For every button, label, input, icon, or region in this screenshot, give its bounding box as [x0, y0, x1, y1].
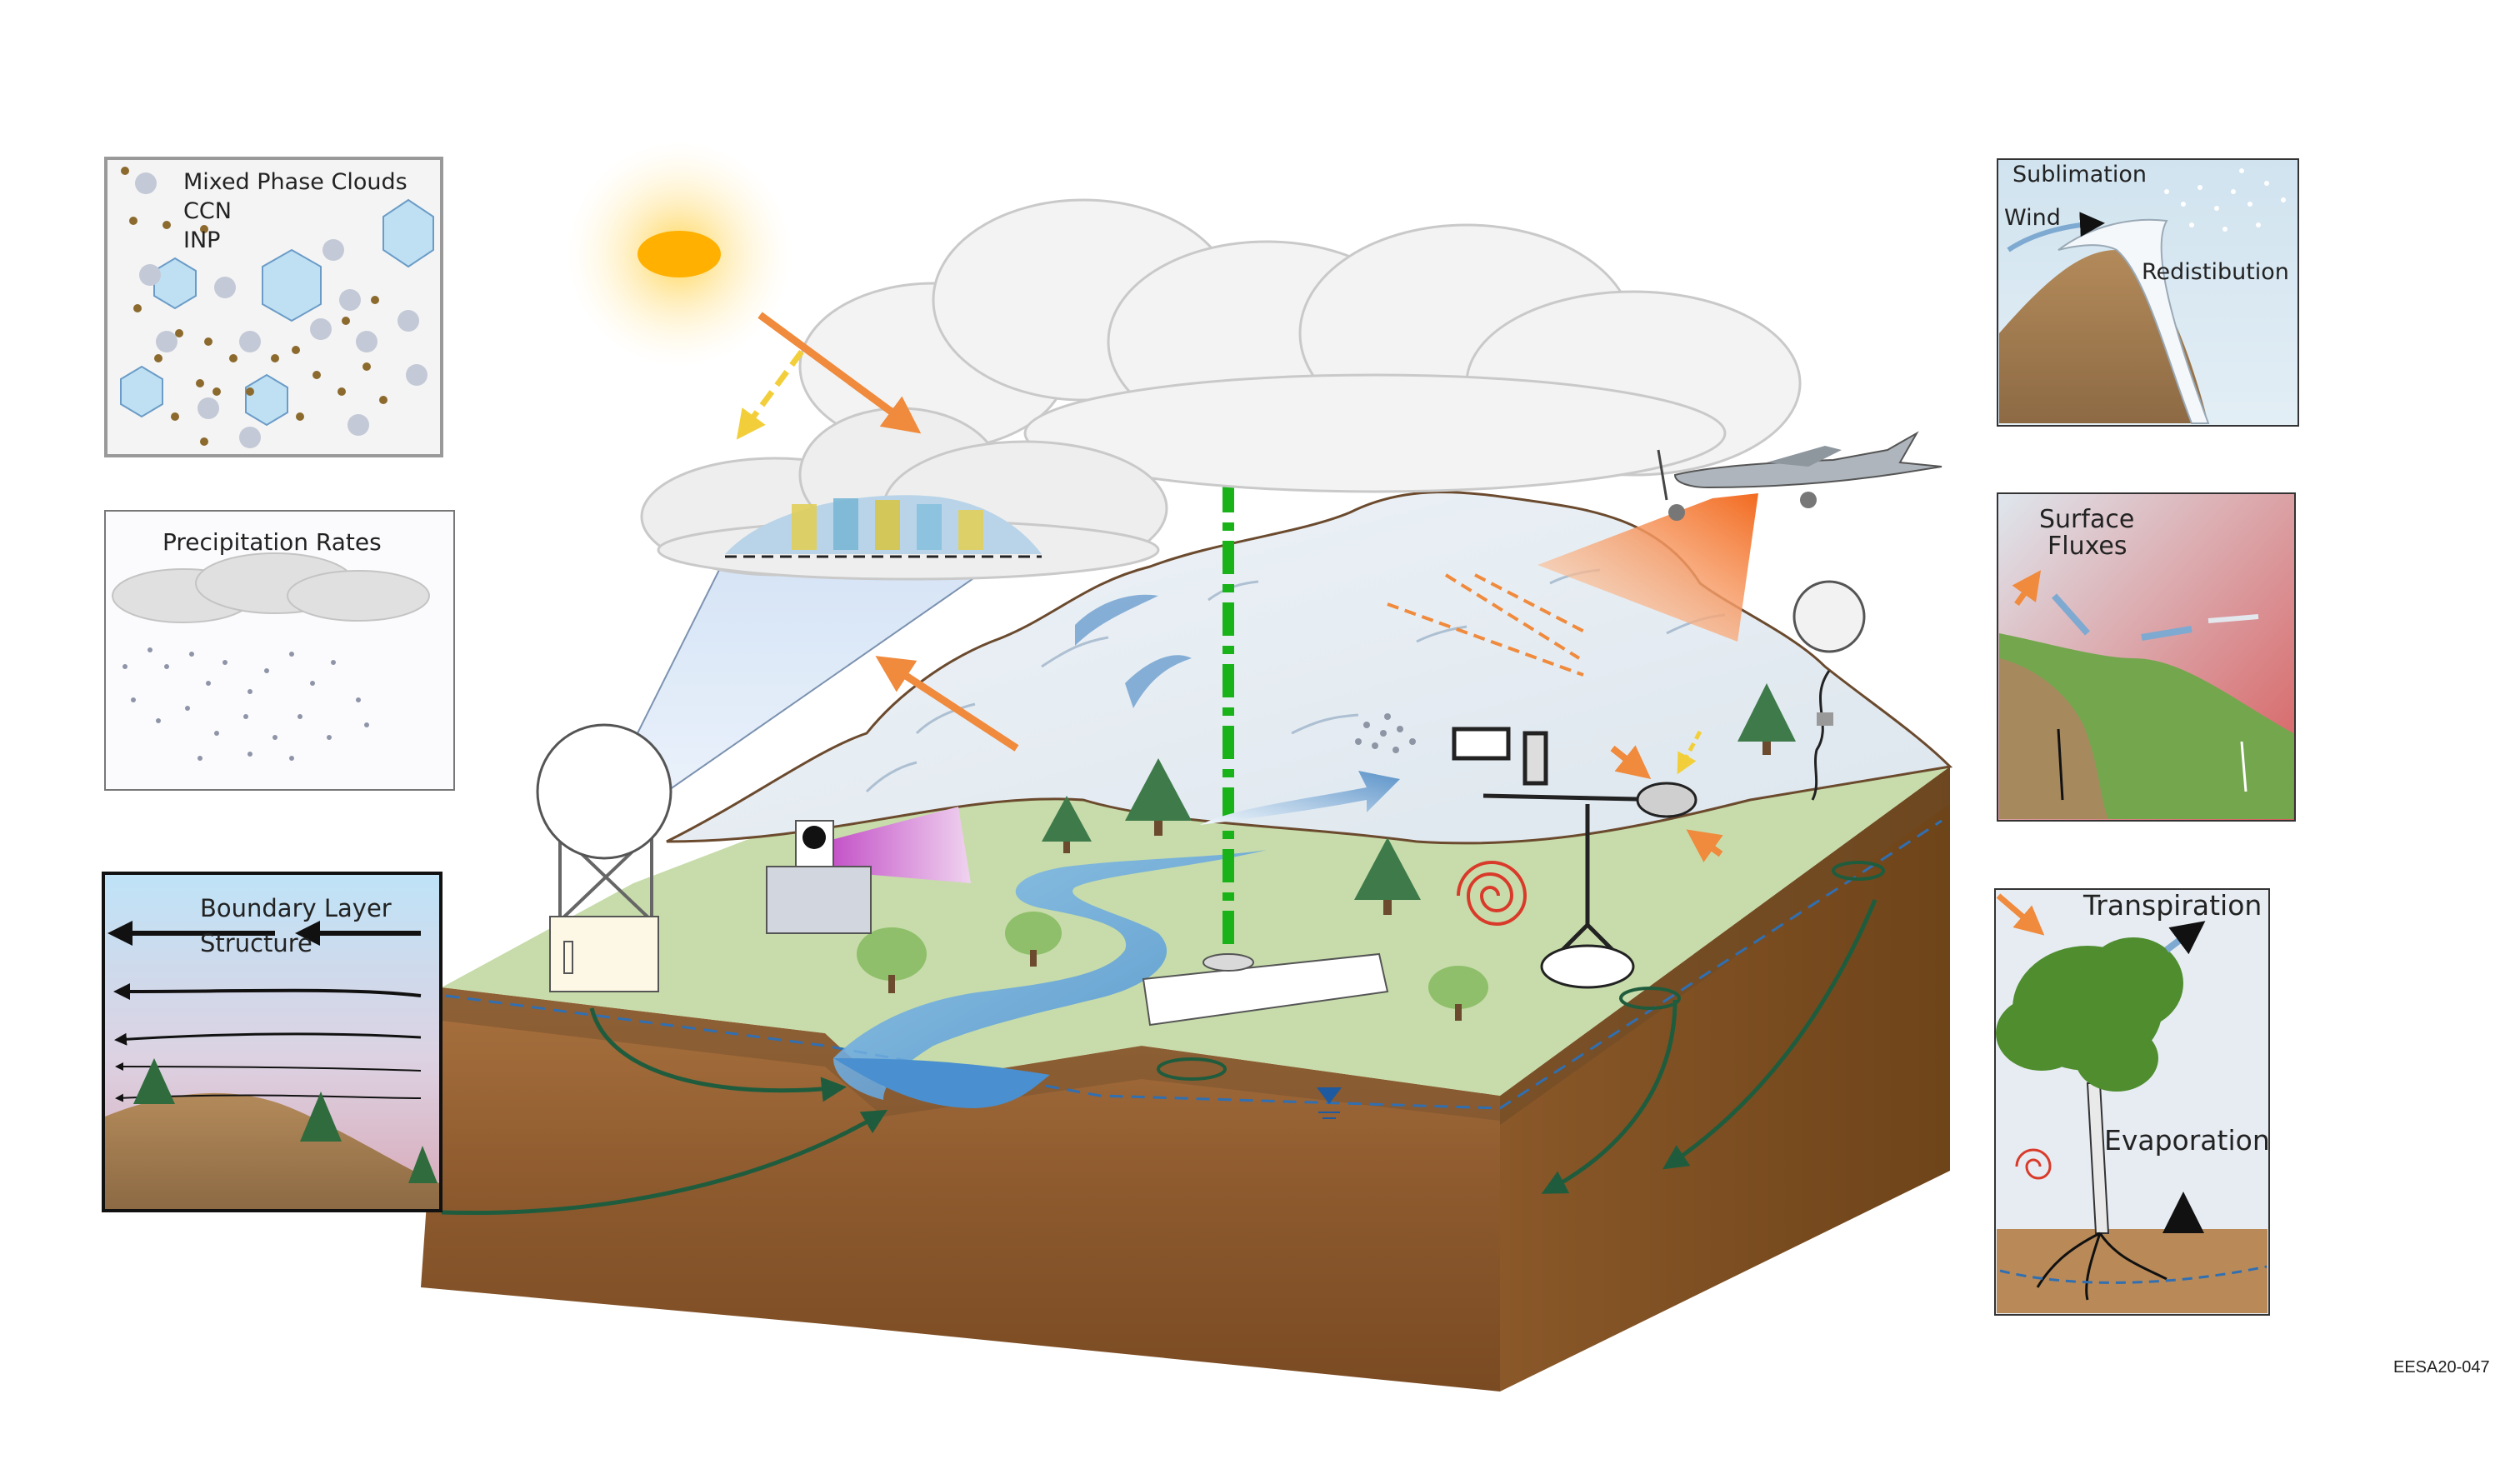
- radar-station: [536, 540, 1011, 992]
- tree-canopy: [1996, 937, 2183, 1092]
- heat-spiral: [1457, 861, 1528, 926]
- label-transpiration: Transpiration: [2082, 889, 2262, 922]
- subsurface-flow-arrows: [441, 899, 1878, 1216]
- sun: [567, 142, 792, 367]
- aircraft-lidar-cone: [1538, 493, 1758, 642]
- precip-flakes: [122, 647, 369, 761]
- broadleaf-3: [1428, 966, 1488, 1021]
- bl-wind-arrows: [108, 921, 422, 1102]
- broadleaf-2: [1005, 912, 1062, 967]
- central-instrument-building: [1142, 479, 1389, 1027]
- conifer-4: [1738, 683, 1796, 755]
- transpiration-sun-arrow: [1996, 893, 2045, 936]
- sf-slope-brown: [1999, 658, 2108, 819]
- soil-eddies: [1157, 861, 1885, 1081]
- water-table-line: [445, 819, 1942, 1110]
- label-fluxes: Fluxes: [2048, 532, 2128, 561]
- label-structure: Structure: [200, 929, 312, 957]
- wind-swirl-mid: [1125, 655, 1192, 708]
- water-table-marker: [1317, 1087, 1342, 1119]
- inset-precipitation-rates: Precipitation Rates: [104, 510, 455, 791]
- soil-texture-band: [442, 987, 1500, 1121]
- bl-hill: [105, 1092, 439, 1209]
- groundwater-line-tree: [1999, 1265, 2268, 1284]
- conifer-trees: [857, 683, 1796, 1021]
- conifer-1: [1125, 758, 1192, 836]
- aerosol-particles: [121, 167, 388, 446]
- label-surface: Surface: [2039, 505, 2134, 534]
- inset-mixed-phase-clouds: Mixed Phase Clouds CCN INP: [104, 157, 443, 457]
- inset-sublimation: Sublimation Wind Redistibution: [1997, 158, 2299, 427]
- river: [833, 850, 1267, 1100]
- research-aircraft: [1657, 431, 1942, 521]
- figure-code: EESA20-047: [2393, 1358, 2490, 1377]
- label-ccn: CCN: [183, 198, 232, 224]
- sublimation-particles: [2164, 168, 2286, 232]
- conifer-3: [1042, 796, 1092, 853]
- orange-dashed-scan-lines: [1387, 573, 1588, 677]
- flow-arrow-left-2: [441, 1109, 888, 1216]
- weather-balloon: [1792, 580, 1866, 801]
- lidar-station: [766, 807, 971, 934]
- ice-crystals: [120, 198, 434, 427]
- flux-tower: [1452, 727, 1698, 989]
- wind-swirl-left: [1075, 594, 1158, 646]
- inset-boundary-layer: Boundary Layer Structure: [102, 872, 442, 1212]
- outgoing-radiation-arrow: [875, 656, 1019, 752]
- radar-dome: [536, 723, 672, 860]
- cloud-droplets: [135, 172, 428, 448]
- flow-arrow-right-2: [1662, 899, 1878, 1170]
- precip-cloud: [112, 552, 430, 623]
- soil-right-face: [1500, 767, 1950, 1392]
- label-evaporation: Evaporation: [2104, 1124, 2270, 1157]
- orange-arrow-right-1: [1610, 745, 1652, 779]
- broadleaf-1: [857, 927, 927, 993]
- snow-cornice: [2058, 218, 2210, 424]
- snowflakes-mountain: [1355, 713, 1416, 753]
- bl-trees: [133, 1058, 438, 1183]
- cloud-main: [798, 198, 1802, 493]
- label-precipitation-rates: Precipitation Rates: [162, 528, 382, 556]
- pond: [833, 1058, 1050, 1108]
- label-boundary-layer: Boundary Layer: [200, 894, 392, 922]
- radar-echo-colors: [792, 498, 983, 550]
- wind-flow-arrow: [1200, 771, 1400, 825]
- wind-arrow-sublimation: [2007, 212, 2105, 252]
- tree-roots: [2036, 1232, 2168, 1301]
- label-mixed-phase-clouds: Mixed Phase Clouds: [183, 169, 408, 195]
- label-wind: Wind: [2004, 205, 2061, 231]
- label-sublimation: Sublimation: [2012, 162, 2147, 187]
- inset-transpiration: Transpiration Evaporation: [1994, 888, 2270, 1316]
- tree-heat-spiral: [2015, 1148, 2052, 1180]
- flow-arrow-left-1: [589, 1007, 847, 1102]
- inset-surface-fluxes: Surface Fluxes: [1997, 492, 2296, 822]
- label-inp: INP: [183, 227, 220, 253]
- dashed-yellow-arrow-right: [1677, 730, 1702, 775]
- transpiration-arrow: [2164, 921, 2206, 955]
- tree-ground: [1997, 1229, 2268, 1313]
- reflected-radiation-arrow: [736, 349, 804, 440]
- flow-arrow-right-1: [1541, 999, 1678, 1194]
- label-redistribution: Redistibution: [2142, 259, 2289, 285]
- incoming-radiation-arrow: [758, 312, 922, 434]
- sf-flux-arrows: [2012, 570, 2259, 801]
- orange-arrow-right-2: [1686, 829, 1723, 862]
- lidar-scan-beam: [825, 807, 971, 883]
- conifer-2: [1354, 837, 1421, 915]
